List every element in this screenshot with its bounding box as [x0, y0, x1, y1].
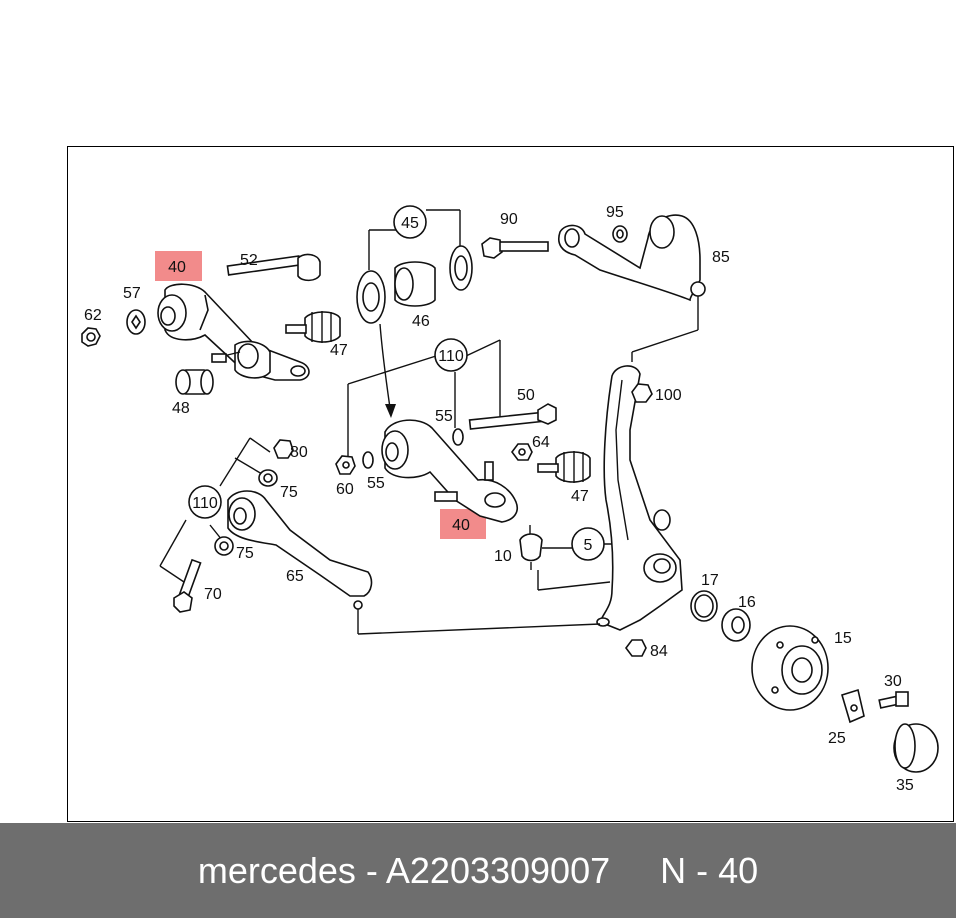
label-75-top: 75	[280, 484, 298, 501]
nut-62	[81, 327, 101, 347]
label-65: 65	[286, 568, 304, 585]
washer-55-left	[362, 451, 374, 469]
steering-knuckle	[596, 365, 683, 631]
leader-10-knuckle-2	[537, 581, 611, 591]
label-110-bottom: 110	[192, 495, 218, 512]
bearing-16	[721, 608, 751, 642]
leader-85-knuckle-2	[631, 329, 699, 353]
callout-circle-110-bottom	[159, 437, 271, 587]
footer-bar: mercedes - A2203309007 N - 40	[0, 823, 956, 918]
label-5: 5	[584, 537, 593, 554]
bushing-set-45	[356, 245, 473, 324]
bolt-90	[481, 237, 549, 259]
bolt-70	[173, 558, 202, 613]
washer-55-right	[452, 428, 464, 446]
bolt-52	[226, 253, 321, 282]
label-10: 10	[494, 548, 512, 565]
hub-15	[751, 625, 829, 711]
washer-57	[126, 309, 146, 335]
part-number-caption: mercedes - A2203309007 N - 40	[197, 849, 759, 891]
arrow-down	[379, 323, 396, 418]
label-95: 95	[606, 204, 624, 221]
label-70: 70	[204, 586, 222, 603]
nut-95	[612, 225, 628, 243]
label-17: 17	[701, 572, 719, 589]
control-arm-40-middle	[381, 419, 518, 523]
ring-17	[690, 590, 718, 622]
washer-75-bottom	[214, 536, 234, 556]
label-30: 30	[884, 673, 902, 690]
label-100: 100	[655, 387, 682, 404]
callout-circle-110-top	[347, 338, 501, 456]
upper-arm-85	[558, 214, 706, 304]
label-90: 90	[500, 211, 518, 228]
label-110-top: 110	[438, 348, 464, 365]
nut-64	[511, 443, 533, 461]
diagram-frame	[67, 146, 954, 822]
bolt-50	[468, 403, 557, 430]
label-47-mid: 47	[571, 488, 589, 505]
label-15: 15	[834, 630, 852, 647]
clip-25	[841, 688, 865, 724]
label-35: 35	[896, 777, 914, 794]
label-52: 52	[240, 252, 258, 269]
ball-joint-47-top	[285, 311, 341, 343]
label-46: 46	[412, 313, 430, 330]
washer-75-top	[258, 469, 278, 487]
label-16: 16	[738, 594, 756, 611]
leader-65-knuckle-2	[357, 623, 601, 635]
label-64: 64	[532, 434, 550, 451]
label-25: 25	[828, 730, 846, 747]
nut-60	[335, 455, 356, 475]
label-62: 62	[84, 307, 102, 324]
label-84: 84	[650, 643, 668, 660]
label-55-left: 55	[367, 475, 385, 492]
label-57: 57	[123, 285, 141, 302]
callout-circle-45-lines	[368, 205, 461, 270]
cap-35	[893, 723, 939, 773]
label-40-middle: 40	[452, 517, 470, 534]
control-arm-40-top	[157, 283, 310, 381]
nut-84	[625, 639, 647, 657]
bushing-48	[175, 369, 214, 395]
label-50: 50	[517, 387, 535, 404]
label-55-right: 55	[435, 408, 453, 425]
highlight-box-40-top	[155, 251, 202, 281]
label-40-top: 40	[168, 259, 186, 276]
label-47-top: 47	[330, 342, 348, 359]
nut-80	[273, 439, 294, 459]
ball-joint-47-mid	[537, 451, 591, 483]
label-48: 48	[172, 400, 190, 417]
label-85: 85	[712, 249, 730, 266]
label-75-bottom: 75	[236, 545, 254, 562]
arm-65	[227, 490, 373, 622]
label-60: 60	[336, 481, 354, 498]
label-80: 80	[290, 444, 308, 461]
ball-joint-10	[519, 525, 543, 570]
nut-100	[631, 383, 653, 403]
bolt-30	[878, 691, 909, 709]
label-45: 45	[401, 215, 419, 232]
